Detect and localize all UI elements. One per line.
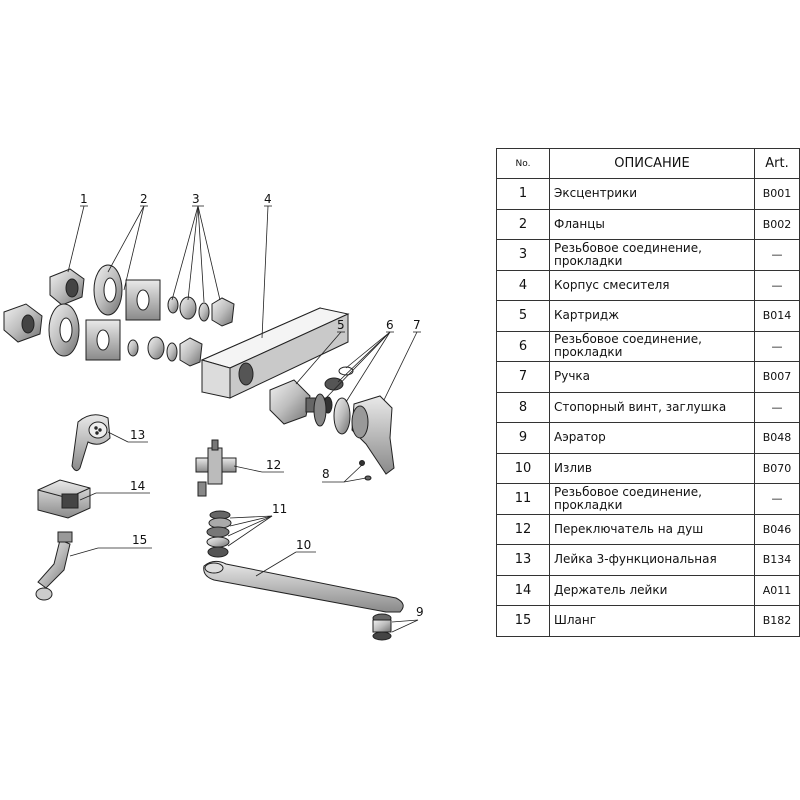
callout-8: 8 <box>322 467 330 481</box>
callout-15: 15 <box>132 533 147 547</box>
row-art: B001 <box>754 178 800 210</box>
row-no: 12 <box>496 513 550 545</box>
part-10-spout <box>203 560 404 613</box>
row-art: B002 <box>754 208 800 240</box>
row-no: 4 <box>496 269 550 301</box>
callout-13: 13 <box>130 428 145 442</box>
row-art: B048 <box>754 422 800 454</box>
row-art: — <box>754 269 800 301</box>
row-desc: Шланг <box>549 605 755 637</box>
row-art: B046 <box>754 513 800 545</box>
row-no: 15 <box>496 605 550 637</box>
callout-6: 6 <box>386 318 394 332</box>
row-desc: Излив <box>549 452 755 484</box>
callout-2: 2 <box>140 192 148 206</box>
row-no: 10 <box>496 452 550 484</box>
row-art: — <box>754 483 800 515</box>
row-desc: Резьбовое соединение, прокладки <box>549 239 755 271</box>
row-desc: Эксцентрики <box>549 178 755 210</box>
row-no: 6 <box>496 330 550 362</box>
row-no: 5 <box>496 300 550 332</box>
row-desc: Корпус смесителя <box>549 269 755 301</box>
row-no: 1 <box>496 178 550 210</box>
part-12-shower-switch <box>195 439 237 497</box>
row-art: B070 <box>754 452 800 484</box>
part-6-threaded-connection <box>313 366 354 435</box>
part-8-set-screw <box>359 460 372 481</box>
row-no: 9 <box>496 422 550 454</box>
callout-7: 7 <box>413 318 421 332</box>
row-art: — <box>754 391 800 423</box>
row-no: 3 <box>496 239 550 271</box>
row-desc: Картридж <box>549 300 755 332</box>
part-15-hose <box>35 531 73 601</box>
part-9-aerator <box>372 613 392 641</box>
callout-1: 1 <box>80 192 88 206</box>
row-desc: Резьбовое соединение, прокладки <box>549 483 755 515</box>
header-no: No. <box>496 148 550 179</box>
part-1-eccentrics <box>3 268 85 343</box>
row-desc: Переключатель на душ <box>549 513 755 545</box>
callout-3: 3 <box>192 192 200 206</box>
diagram-svg: 1 2 3 4 5 6 7 8 9 10 11 12 13 14 15 <box>3 192 424 641</box>
part-3-threaded-connections <box>127 296 235 367</box>
row-art: B014 <box>754 300 800 332</box>
table-header-row: No. ОПИСАНИЕ Art. <box>496 148 800 179</box>
callout-12: 12 <box>266 458 281 472</box>
row-art: B007 <box>754 361 800 393</box>
row-art: B182 <box>754 605 800 637</box>
row-desc: Аэратор <box>549 422 755 454</box>
part-11-threaded-connections <box>206 510 232 558</box>
row-no: 11 <box>496 483 550 515</box>
row-art: A011 <box>754 574 800 606</box>
row-art: B134 <box>754 544 800 576</box>
row-art: — <box>754 330 800 362</box>
row-no: 14 <box>496 574 550 606</box>
row-no: 8 <box>496 391 550 423</box>
row-desc: Ручка <box>549 361 755 393</box>
row-art: — <box>754 239 800 271</box>
callout-labels: 1 2 3 4 5 6 7 8 9 10 11 12 13 14 15 <box>80 192 424 619</box>
row-no: 2 <box>496 208 550 240</box>
row-desc: Фланцы <box>549 208 755 240</box>
part-2-flanges <box>48 264 161 361</box>
callout-5: 5 <box>337 318 345 332</box>
callout-14: 14 <box>130 479 145 493</box>
callout-4: 4 <box>264 192 272 206</box>
part-14-holder <box>37 479 91 519</box>
header-art: Art. <box>754 148 800 179</box>
row-no: 7 <box>496 361 550 393</box>
row-desc: Лейка 3-функциональная <box>549 544 755 576</box>
exploded-diagram: 1 2 3 4 5 6 7 8 9 10 11 12 13 14 15 <box>3 192 424 641</box>
callout-9: 9 <box>416 605 424 619</box>
header-desc: ОПИСАНИЕ <box>549 148 755 179</box>
row-desc: Резьбовое соединение, прокладки <box>549 330 755 362</box>
callout-10: 10 <box>296 538 311 552</box>
row-no: 13 <box>496 544 550 576</box>
callout-11: 11 <box>272 502 287 516</box>
part-7-handle <box>351 395 395 475</box>
part-13-shower-head <box>71 414 111 472</box>
row-desc: Держатель лейки <box>549 574 755 606</box>
part-4-mixer-body <box>200 307 350 399</box>
leader-lines <box>67 205 421 633</box>
row-desc: Стопорный винт, заглушка <box>549 391 755 423</box>
